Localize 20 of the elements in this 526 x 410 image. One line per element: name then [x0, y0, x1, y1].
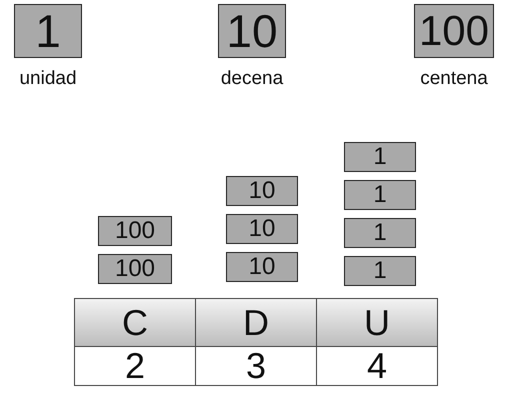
value-tile: 1 — [344, 142, 416, 172]
table-cell: 4 — [316, 346, 438, 386]
value-tile: 1 — [344, 218, 416, 248]
value-tile: 10 — [226, 252, 298, 282]
card-caption: unidad — [18, 68, 78, 90]
value-tile: 1 — [344, 256, 416, 286]
value-tile: 100 — [98, 216, 172, 246]
value-tile: 10 — [226, 176, 298, 206]
card-caption: decena — [220, 68, 284, 90]
value-card: 1 — [14, 4, 82, 58]
value-card: 100 — [414, 4, 494, 58]
table-header-cell: D — [195, 298, 317, 347]
table-header-cell: U — [316, 298, 438, 347]
value-card: 10 — [218, 4, 286, 58]
table-cell: 2 — [74, 346, 196, 386]
value-tile: 100 — [98, 254, 172, 284]
value-tile: 10 — [226, 214, 298, 244]
table-header-cell: C — [74, 298, 196, 347]
card-caption: centena — [419, 68, 489, 90]
value-tile: 1 — [344, 180, 416, 210]
